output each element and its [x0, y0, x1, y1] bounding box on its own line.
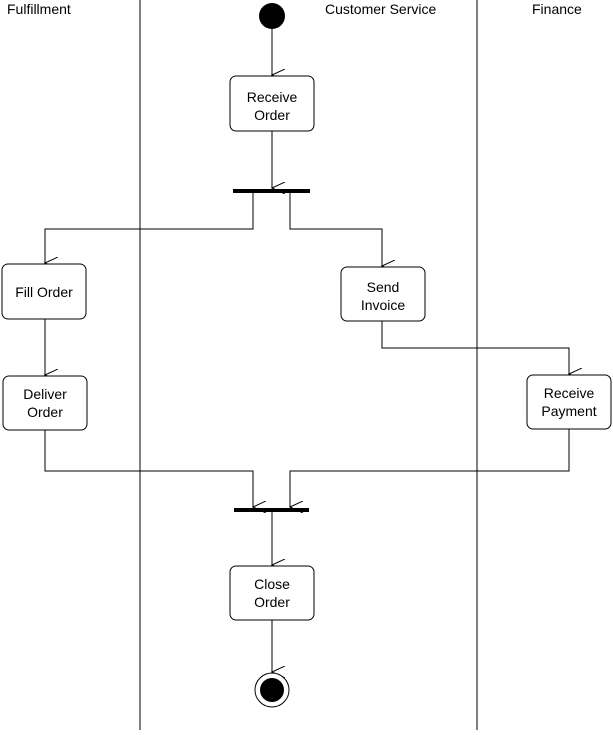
action-receive-payment[interactable]: Receive Payment	[526, 374, 612, 430]
lane-title-customer-service: Customer Service	[325, 1, 436, 17]
edge-receive-payment-to-join	[290, 429, 570, 507]
action-send-invoice-label-1: Send	[367, 279, 400, 295]
initial-node	[259, 3, 285, 29]
edge-fork-to-send-invoice	[289, 193, 382, 266]
action-fill-order[interactable]: Fill Order	[1, 263, 87, 320]
action-receive-order-label-2: Order	[254, 107, 290, 123]
action-send-invoice-label-2: Invoice	[361, 297, 406, 313]
action-close-order-label-2: Order	[254, 594, 290, 610]
final-node	[254, 672, 290, 708]
lane-title-finance: Finance	[532, 1, 582, 17]
action-deliver-order-label-1: Deliver	[23, 386, 67, 402]
lane-title-fulfillment: Fulfillment	[7, 1, 71, 17]
edge-send-invoice-to-receive-payment	[381, 321, 569, 374]
action-close-order[interactable]: Close Order	[229, 565, 315, 621]
action-send-invoice[interactable]: Send Invoice	[340, 266, 426, 322]
action-receive-payment-label-2: Payment	[541, 403, 596, 419]
action-receive-order[interactable]: Receive Order	[229, 75, 315, 132]
edge-deliver-order-to-join	[44, 430, 253, 507]
action-receive-payment-label-1: Receive	[544, 385, 595, 401]
action-deliver-order-label-2: Order	[27, 404, 63, 420]
action-receive-order-label-1: Receive	[247, 89, 298, 105]
action-deliver-order[interactable]: Deliver Order	[2, 375, 88, 431]
edge-fork-to-fill-order	[45, 193, 254, 263]
action-close-order-label-1: Close	[254, 576, 290, 592]
action-fill-order-label-1: Fill Order	[15, 284, 73, 300]
